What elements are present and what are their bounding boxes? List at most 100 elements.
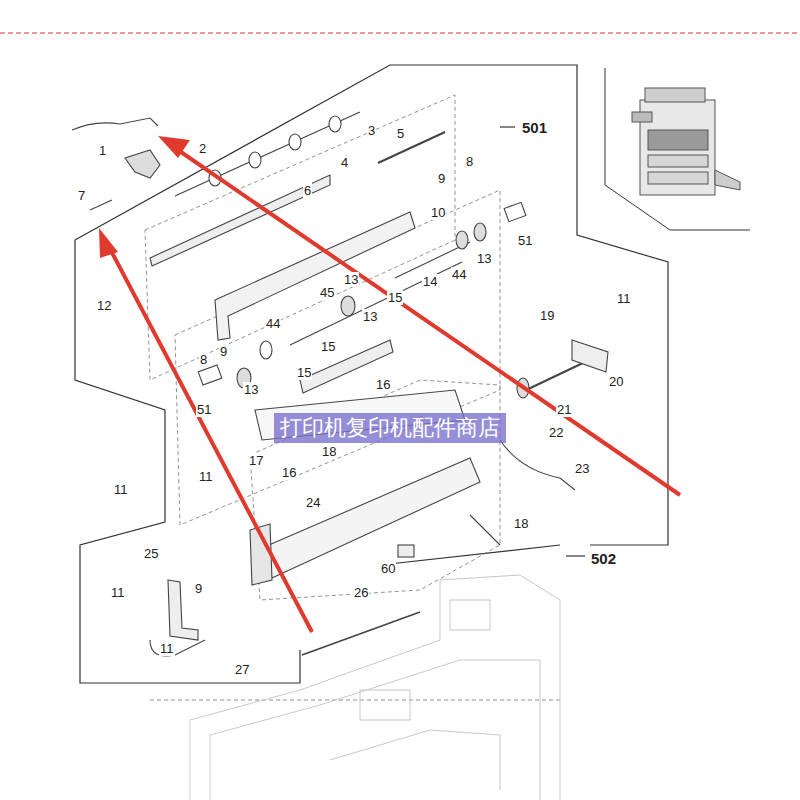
parts-illustration bbox=[378, 132, 445, 163]
parts-illustration bbox=[125, 150, 160, 178]
parts-illustration bbox=[262, 458, 480, 578]
region-outline bbox=[75, 65, 668, 545]
parts-illustration bbox=[522, 362, 585, 392]
group-outline bbox=[145, 95, 455, 380]
callout-number: 51 bbox=[196, 402, 212, 417]
parts-illustration bbox=[302, 612, 420, 655]
red-arrow bbox=[178, 150, 680, 495]
region-outline bbox=[380, 545, 560, 565]
parts-illustration bbox=[198, 365, 222, 385]
region-outline bbox=[566, 555, 585, 556]
callout-number: 502 bbox=[590, 551, 617, 566]
callout-number: 5 bbox=[396, 126, 405, 141]
callout-number: 6 bbox=[303, 183, 312, 198]
callout-number: 24 bbox=[305, 495, 321, 510]
frame-illustration bbox=[360, 690, 410, 720]
callout-number: 20 bbox=[608, 374, 624, 389]
callout-number: 15 bbox=[296, 365, 312, 380]
callout-number: 11 bbox=[616, 291, 632, 306]
parts-illustration bbox=[290, 262, 462, 345]
callout-number: 14 bbox=[422, 274, 438, 289]
parts-illustration bbox=[249, 152, 261, 168]
parts-illustration bbox=[260, 341, 272, 359]
callout-number: 13 bbox=[362, 309, 378, 324]
parts-illustration bbox=[398, 545, 414, 557]
callout-number: 11 bbox=[113, 482, 129, 497]
callout-number: 10 bbox=[430, 205, 446, 220]
group-outline bbox=[145, 95, 560, 700]
callout-number: 51 bbox=[517, 233, 533, 248]
callout-number: 12 bbox=[96, 298, 112, 313]
callout-number: 22 bbox=[548, 425, 564, 440]
callout-number: 8 bbox=[199, 352, 208, 367]
parts-illustration bbox=[474, 223, 486, 241]
callout-number: 3 bbox=[367, 123, 376, 138]
region-outline bbox=[75, 240, 300, 683]
callout-number: 21 bbox=[556, 402, 572, 417]
printer-thumbnail bbox=[632, 112, 652, 122]
frame-illustration bbox=[190, 575, 560, 800]
red-arrow bbox=[99, 136, 680, 632]
callout-number: 25 bbox=[143, 546, 159, 561]
watermark: 打印机复印机配件商店 bbox=[274, 413, 506, 443]
callout-number: 4 bbox=[340, 155, 349, 170]
callout-number: 9 bbox=[219, 344, 228, 359]
parts-illustration bbox=[470, 515, 500, 545]
parts-illustration bbox=[72, 112, 608, 656]
printer-thumbnail bbox=[648, 172, 708, 184]
printer-thumbnail bbox=[648, 130, 708, 150]
parts-illustration bbox=[329, 116, 341, 132]
parts-illustration bbox=[150, 175, 330, 266]
callout-number: 11 bbox=[159, 641, 175, 656]
parts-illustration bbox=[215, 212, 415, 340]
printer-thumbnail bbox=[605, 68, 750, 230]
red-arrow bbox=[99, 228, 118, 258]
callout-number: 16 bbox=[375, 377, 391, 392]
printer-thumbnail bbox=[645, 88, 705, 102]
top-rule bbox=[0, 33, 800, 34]
callout-number: 1 bbox=[98, 143, 107, 158]
frame-illustration bbox=[330, 730, 500, 790]
callout-number: 45 bbox=[319, 285, 335, 300]
callout-number: 501 bbox=[521, 120, 548, 135]
parts-illustration bbox=[500, 440, 575, 490]
callout-number: 11 bbox=[198, 469, 214, 484]
parts-illustration bbox=[150, 640, 205, 656]
parts-illustration bbox=[456, 231, 468, 249]
red-arrow bbox=[158, 136, 190, 158]
printer-thumbnail bbox=[648, 155, 708, 167]
callout-number: 13 bbox=[476, 251, 492, 266]
callout-number: 27 bbox=[234, 662, 250, 677]
callout-number: 23 bbox=[574, 461, 590, 476]
callout-number: 2 bbox=[198, 141, 207, 156]
frame-illustration bbox=[450, 600, 490, 630]
callout-number: 9 bbox=[194, 581, 203, 596]
printer-thumbnail bbox=[605, 68, 750, 230]
frame-illustration bbox=[210, 660, 540, 800]
callout-number: 18 bbox=[321, 444, 337, 459]
callout-number: 19 bbox=[539, 308, 555, 323]
callout-number: 44 bbox=[265, 316, 281, 331]
callout-number: 17 bbox=[248, 453, 264, 468]
callout-number: 13 bbox=[343, 272, 359, 287]
callout-number: 44 bbox=[451, 267, 467, 282]
callout-number: 60 bbox=[380, 561, 396, 576]
callout-number: 26 bbox=[353, 585, 369, 600]
parts-illustration bbox=[72, 118, 158, 130]
parts-illustration bbox=[504, 202, 526, 221]
parts-illustration bbox=[341, 296, 355, 316]
callout-number: 15 bbox=[320, 339, 336, 354]
region-outline bbox=[75, 65, 668, 683]
callout-number: 13 bbox=[243, 382, 259, 397]
callout-number: 7 bbox=[77, 188, 86, 203]
callout-number: 16 bbox=[281, 465, 297, 480]
parts-illustration bbox=[175, 112, 360, 196]
parts-illustration bbox=[90, 200, 112, 210]
printer-thumbnail bbox=[715, 170, 740, 190]
parts-illustration bbox=[572, 340, 608, 372]
callout-number: 18 bbox=[513, 516, 529, 531]
parts-illustration bbox=[289, 134, 301, 150]
group-outline bbox=[150, 700, 560, 701]
